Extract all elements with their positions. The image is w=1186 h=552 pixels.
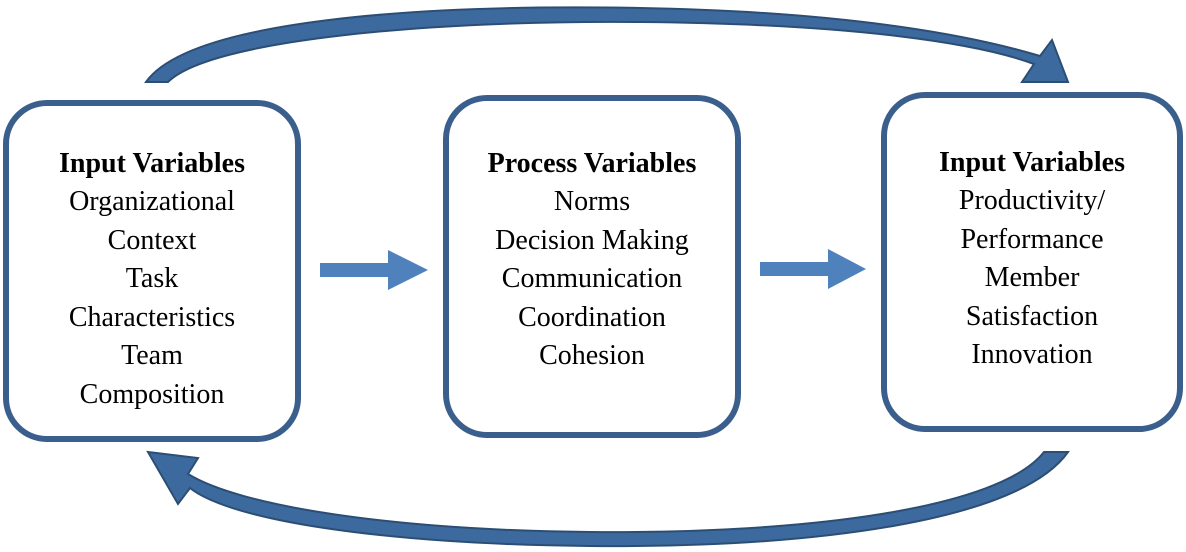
- input-item: Composition: [79, 378, 225, 410]
- input-item: Characteristics: [68, 301, 236, 333]
- process-item: Decision Making: [495, 224, 689, 256]
- process-variables-box: Process Variables Norms Decision Making …: [443, 95, 741, 438]
- output-variables-box: Input Variables Productivity/ Performanc…: [881, 92, 1183, 432]
- input-variables-box: Input Variables Organizational Context T…: [3, 100, 301, 442]
- bottom-loop-arrow: [146, 450, 1070, 548]
- process-item: Cohesion: [539, 340, 645, 371]
- input-item: Task: [125, 263, 179, 294]
- process-item: Coordination: [518, 301, 666, 333]
- process-item: Norms: [553, 186, 631, 217]
- input-item: Context: [107, 224, 197, 256]
- input-item: Team: [121, 340, 183, 371]
- input-box-title: Input Variables: [59, 148, 245, 179]
- output-item: Member: [984, 262, 1080, 293]
- output-item: Performance: [960, 223, 1104, 255]
- input-item: Organizational: [69, 186, 235, 217]
- output-item: Productivity/: [958, 185, 1106, 216]
- arrow-input-to-process: [320, 250, 428, 290]
- arrow-process-to-output: [760, 249, 866, 289]
- output-item: Satisfaction: [965, 300, 1099, 332]
- output-item: Innovation: [971, 339, 1093, 370]
- top-loop-arrow: [144, 6, 1070, 83]
- process-item: Communication: [501, 263, 683, 294]
- process-box-title: Process Variables: [487, 148, 697, 179]
- output-box-title: Input Variables: [939, 147, 1125, 178]
